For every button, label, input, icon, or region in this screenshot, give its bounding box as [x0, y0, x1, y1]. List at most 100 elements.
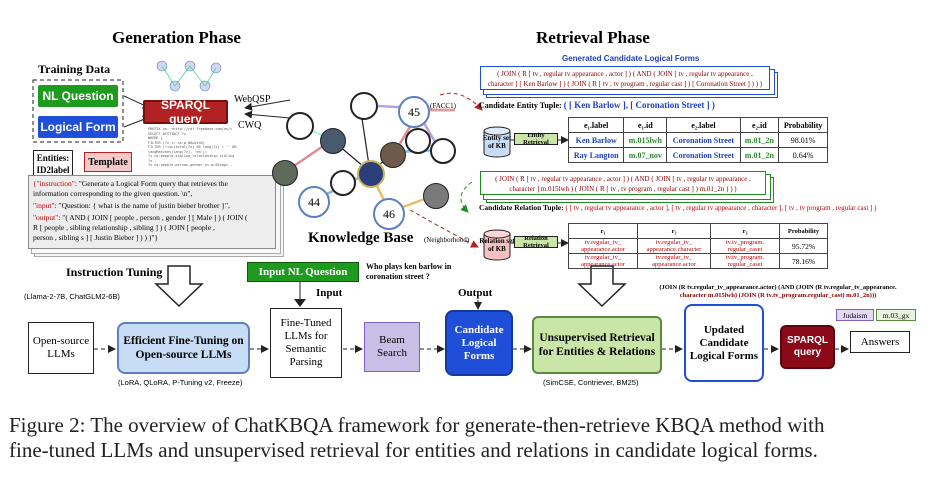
table-row: Ken Barlow m.015lwh Coronation Street m.… — [567, 132, 828, 148]
sparql-code-snippet: PREFIX ns: <http://rdf.freebase.com/ns/>… — [148, 127, 237, 167]
fine-tuned-llms-label: Fine-Tuned LLMs for Semantic Parsing — [280, 317, 332, 368]
beam-search-box: Beam Search — [364, 322, 420, 372]
candidate-entity-tuple: Candidate Entity Tuple: ( [ Ken Barlow ]… — [479, 100, 715, 110]
candidate-lf-line-1: ( JOIN ( R [ tv , regular tv appearance … — [497, 70, 753, 78]
relation-table-header: r₁ r₂ r₃ Probability — [568, 223, 828, 239]
answers-label: Answers — [860, 336, 900, 348]
nl-question-label: NL Question — [42, 89, 114, 103]
input-label: Input — [316, 287, 343, 299]
entity-cell: Coronation Street — [666, 147, 741, 163]
webqsp-label: WebQSP — [234, 94, 271, 105]
entity-set-label: Entity set of KB — [482, 134, 512, 150]
unsupervised-retrieval-box: Unsupervised Retrieval for Entities & Re… — [532, 316, 662, 374]
nl-question-box: NL Question — [38, 85, 118, 107]
mid-lf-line-1: ( JOIN ( R [ tv , regular tv appearance … — [495, 175, 751, 183]
relation-cell: 78.16% — [779, 253, 828, 269]
efficient-fine-tuning-label: Efficient Fine-Tuning on Open-source LLM… — [123, 335, 244, 361]
logical-form-graph-image — [156, 60, 222, 92]
entity-col-e2-label: e₂.label — [666, 117, 741, 133]
instruction-line-5: R [ people , sibling relationship , sibl… — [33, 223, 215, 232]
entity-tuple-value: ( [ Ken Barlow ], [ Coronation Street ] … — [563, 100, 715, 110]
kb-node-clock-5 — [430, 138, 456, 164]
final-logical-form: (JOIN (R tv.regular_tv_appearance.actor)… — [628, 284, 928, 300]
table-row: Ray Langton m.07_nov Coronation Street m… — [567, 147, 828, 163]
facc1-label: (FACC1) — [430, 102, 456, 110]
entity-cell: Ken Barlow — [567, 132, 625, 148]
relation-cell: tv.tv_program. regular_caset — [710, 238, 780, 254]
entity-col-e1-label: e₁.label — [567, 117, 625, 133]
intermediate-logical-form-card: ( JOIN ( R [ tv , regular tv appearance … — [480, 171, 766, 195]
mid-lf-line-2: character ] m.015lwh ) ( JOIN ( R [ tv ,… — [509, 185, 737, 193]
relation-cell: tv.regular_tv_ appearance.actor — [568, 253, 638, 269]
entity-cell: 0.64% — [778, 147, 828, 163]
kb-node-clock-3 — [405, 128, 431, 154]
instruction-line-3: : "Question: { what is the name of justi… — [54, 201, 230, 210]
relation-set-label: Relation set of KB — [479, 237, 515, 253]
kb-node-person-3 — [272, 160, 298, 186]
relation-cell: tv.regular_tv_ appearance.character — [637, 238, 711, 254]
llm-list-label: (Llama-2-7B, ChatGLM2-6B) — [24, 292, 120, 301]
updated-logical-forms-box: Updated Candidate Logical Forms — [684, 304, 764, 382]
input-nl-question-label: Input NL Question — [258, 266, 348, 278]
relation-col-r1: r₁ — [568, 223, 638, 239]
entity-cell: 98.01% — [778, 132, 828, 148]
kb-node-clock-1 — [286, 112, 314, 140]
kb-node-person-1 — [320, 128, 346, 154]
entity-col-probability: Probability — [778, 117, 828, 133]
entity-cell: m.07_nov — [623, 147, 668, 163]
beam-search-label: Beam Search — [377, 334, 407, 359]
answers-box: Answers — [850, 331, 910, 353]
final-lf-line-1: (JOIN (R tv.regular_tv_appearance.actor)… — [659, 284, 897, 291]
judaism-label: Judaism — [842, 310, 868, 320]
sparql-output-label: SPARQL query — [787, 335, 828, 358]
kb-node-45: 45 — [398, 96, 430, 128]
relation-set-cylinder — [483, 229, 511, 261]
kb-node-person-2 — [380, 142, 406, 168]
instruction-tuning-label: Instruction Tuning — [66, 265, 163, 279]
entity-cell: Ray Langton — [567, 147, 625, 163]
mid-label: m.03_gx — [882, 310, 910, 320]
relation-retrieval-tag: Relation Retrieval — [514, 235, 558, 249]
entities-box: Entities: ID2label — [33, 150, 73, 178]
table-row: tv.regular_tv_ appearance.actor tv.regul… — [568, 238, 828, 254]
entity-candidates-table: e₁.label e₁.id e₂.label e₂.id Probabilit… — [567, 117, 828, 163]
generation-phase-title: Generation Phase — [112, 28, 241, 47]
updated-logical-forms-label: Updated Candidate Logical Forms — [689, 323, 759, 362]
entity-table-header: e₁.label e₁.id e₂.label e₂.id Probabilit… — [567, 117, 828, 133]
candidate-relation-tuple: Candidate Relation Tuple: ( [ tv , regul… — [479, 203, 876, 212]
open-source-llms-label: Open-source LLMs — [32, 335, 90, 360]
retrievers-label: (SimCSE, Contriever, BM25) — [543, 378, 639, 387]
caption-line-2: fine-tuned LLMs and unsupervised retriev… — [9, 438, 818, 462]
relation-col-r2: r₂ — [637, 223, 711, 239]
mid-tag: m.03_gx — [876, 309, 916, 321]
instruction-line-1: : "Generate a Logical Form query that re… — [74, 179, 228, 188]
relation-cell: tv.regular_tv_ appearance.actor — [637, 253, 711, 269]
open-source-llms-box: Open-source LLMs — [28, 322, 94, 374]
efficient-fine-tuning-box: Efficient Fine-Tuning on Open-source LLM… — [117, 322, 250, 374]
neighborhood-label: (Neighborhood) — [424, 236, 470, 244]
unsupervised-retrieval-label: Unsupervised Retrieval for Entities & Re… — [538, 332, 656, 358]
output-key: "output" — [33, 213, 59, 222]
entity-cell: m.01_2n — [739, 132, 780, 148]
entity-tuple-label: Candidate Entity Tuple: — [479, 101, 562, 110]
instruction-json: {"instruction": "Generate a Logical Form… — [28, 175, 276, 249]
relation-cell: tv.regular_tv_ appearance.actor — [568, 238, 638, 254]
caption-line-1: Figure 2: The overview of ChatKBQA frame… — [9, 413, 825, 437]
instruction-line-6: person , sibling s ] [ Justin Bieber ] )… — [33, 233, 158, 242]
instruction-key: {"instruction" — [33, 179, 75, 188]
entity-cell: Coronation Street — [666, 132, 741, 148]
entity-set-cylinder — [483, 126, 511, 158]
input-nl-question-box: Input NL Question — [247, 262, 359, 282]
relation-col-r3: r₃ — [710, 223, 780, 239]
entity-retrieval-label: Entity Retrieval — [523, 132, 549, 146]
candidate-lf-line-2: character ] [ Ken Barlow ] ) ( JOIN ( R … — [487, 80, 763, 88]
kb-node-45-label: 45 — [408, 104, 420, 119]
kb-node-clock-4 — [330, 170, 356, 196]
entity-col-e1-id: e₁.id — [623, 117, 668, 133]
template-label: Template — [88, 156, 128, 168]
entity-retrieval-tag: Entity Retrieval — [514, 132, 558, 146]
relation-tuple-value: ( [ tv , regular tv appearance , actor ]… — [565, 204, 877, 212]
sparql-query-box: SPARQL query — [143, 98, 228, 126]
cwq-label: CWQ — [238, 120, 262, 131]
entity-cell: m.01_2n — [739, 147, 780, 163]
